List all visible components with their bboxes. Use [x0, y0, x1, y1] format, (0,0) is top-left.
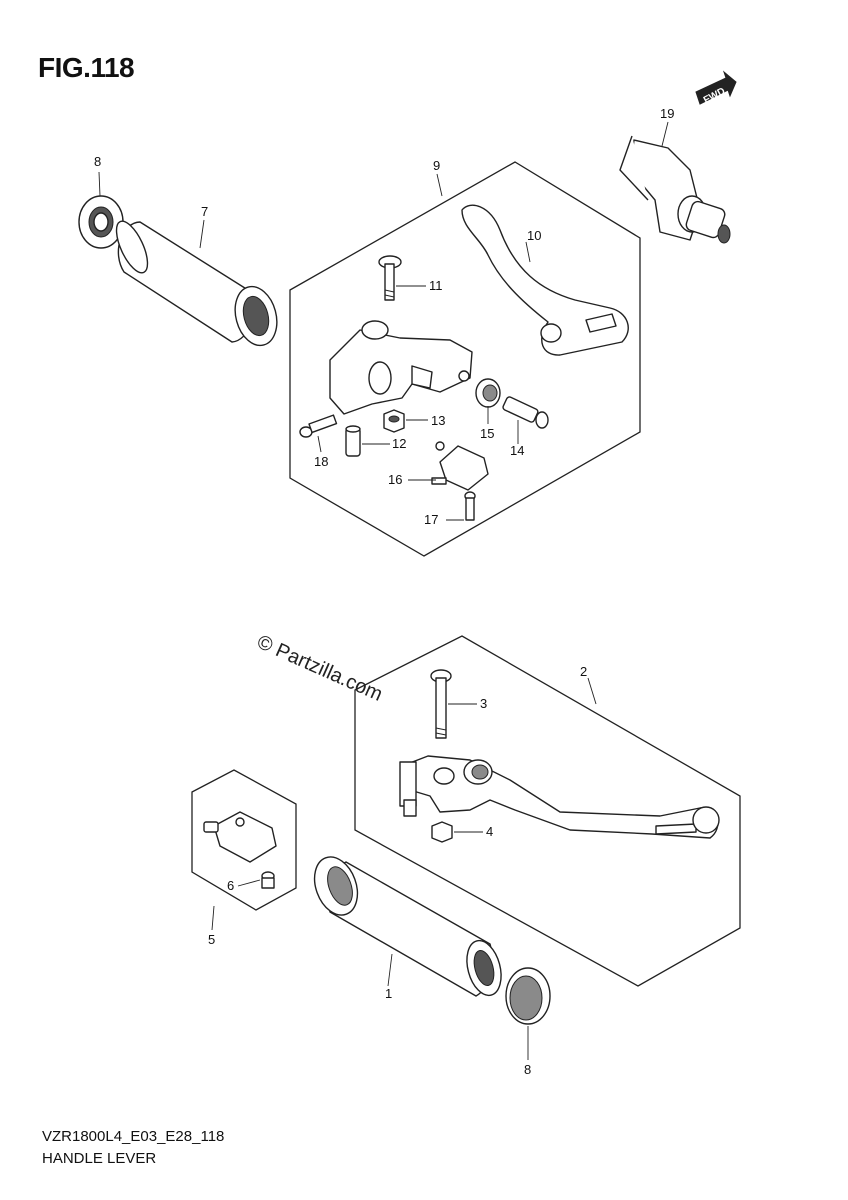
callout-14: 14 — [510, 443, 524, 458]
fwd-arrow-icon: FWD — [695, 70, 737, 106]
callout-8-upper: 8 — [94, 154, 101, 169]
diagram-name: HANDLE LEVER — [42, 1150, 157, 1167]
part-3-pivot-bolt[interactable] — [430, 669, 452, 739]
part-19-switch-housing[interactable] — [619, 135, 731, 244]
part-7-grip[interactable] — [110, 217, 283, 350]
callout-1: 1 — [385, 986, 392, 1001]
part-17-screw[interactable] — [464, 491, 476, 521]
part-15-adjuster-wheel[interactable] — [475, 378, 501, 408]
part-1-throttle-grip[interactable] — [307, 851, 507, 999]
part-11-pivot-bolt[interactable] — [378, 255, 402, 301]
callout-7: 7 — [201, 204, 208, 219]
part-4-nut[interactable] — [431, 821, 453, 843]
part-13-nut[interactable] — [383, 409, 405, 433]
model-code: VZR1800L4_E03_E28_118 — [42, 1128, 225, 1145]
clutch-lever-bracket[interactable] — [329, 320, 473, 415]
callout-18: 18 — [314, 454, 328, 469]
part-8-cap-lower[interactable] — [505, 967, 551, 1025]
callout-3: 3 — [480, 696, 487, 711]
part-18-screw[interactable] — [299, 414, 338, 438]
callout-11: 11 — [429, 278, 443, 293]
callout-9: 9 — [433, 158, 440, 173]
callout-labels: 8 7 9 19 10 11 13 12 18 15 14 16 17 2 3 … — [94, 106, 674, 1077]
callout-15: 15 — [480, 426, 494, 441]
leader-lines — [98, 121, 669, 1060]
figure-title: FIG.118 — [38, 52, 135, 83]
part-12-collar[interactable] — [345, 425, 361, 457]
part-2-brake-lever[interactable] — [399, 755, 720, 839]
assembly-box-2 — [354, 635, 741, 987]
callout-6: 6 — [227, 878, 234, 893]
callout-16: 16 — [388, 472, 402, 487]
part-16-switch[interactable] — [431, 441, 489, 491]
callout-10: 10 — [527, 228, 541, 243]
callout-4: 4 — [486, 824, 493, 839]
part-5-brake-switch[interactable] — [203, 811, 277, 863]
callout-5: 5 — [208, 932, 215, 947]
part-14-adjuster-bolt[interactable] — [502, 396, 549, 429]
callout-2: 2 — [580, 664, 587, 679]
assembly-box-5 — [191, 769, 297, 911]
callout-13: 13 — [431, 413, 445, 428]
callout-12: 12 — [392, 436, 406, 451]
callout-17: 17 — [424, 512, 438, 527]
assembly-box-9 — [289, 161, 641, 557]
callout-19: 19 — [660, 106, 674, 121]
part-10-clutch-lever[interactable] — [461, 204, 629, 356]
part-6-screw[interactable] — [261, 871, 275, 889]
callout-8-lower: 8 — [524, 1062, 531, 1077]
part-8-ring-upper[interactable] — [78, 195, 124, 249]
